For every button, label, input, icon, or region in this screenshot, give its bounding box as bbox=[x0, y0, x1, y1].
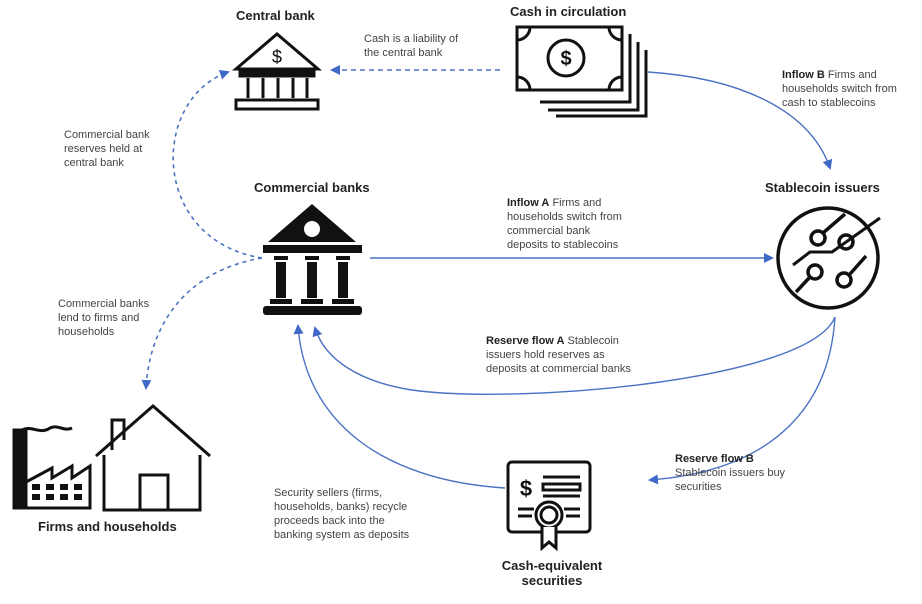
note-label: Reserve flow A bbox=[486, 335, 565, 347]
commercial-banks-title: Commercial banks bbox=[254, 180, 370, 195]
securities-title-line2: securities bbox=[521, 573, 583, 588]
cash-equivalent-securities-title: Cash-equivalent securities bbox=[496, 558, 608, 588]
note-line: deposits at commercial banks bbox=[486, 363, 631, 375]
arrow-inflow-b bbox=[647, 71, 833, 170]
arrow-recycle bbox=[293, 324, 506, 489]
note-line: Commercial bank bbox=[64, 129, 150, 141]
note-line: proceeds back into the bbox=[274, 515, 385, 527]
arrow-reserve-flow-a bbox=[312, 316, 836, 395]
central-bank-icon: $ bbox=[231, 32, 323, 111]
note-line: cash to stablecoins bbox=[782, 97, 876, 109]
certificate-icon: $ bbox=[506, 460, 592, 552]
note-line: Cash is a liability of bbox=[364, 33, 459, 45]
note-recycle: Security sellers (firms, households, ban… bbox=[274, 486, 409, 542]
note-cash-liability: Cash is a liability of the central bank bbox=[364, 32, 458, 60]
note-line: Security sellers (firms, bbox=[274, 487, 383, 499]
note-line: Firms and bbox=[552, 197, 602, 209]
securities-title-line1: Cash-equivalent bbox=[501, 558, 603, 573]
note-label: Inflow A bbox=[507, 197, 550, 209]
cash-in-circulation-title: Cash in circulation bbox=[510, 4, 627, 19]
arrow-reserve-flow-b bbox=[648, 316, 836, 485]
note-reserve-flow-b: Reserve flow B Stablecoin issuers buy se… bbox=[675, 452, 785, 494]
note-line: households, banks) recycle bbox=[274, 501, 408, 513]
note-line: reserves held at bbox=[64, 143, 143, 155]
svg-text:$: $ bbox=[520, 476, 532, 501]
circuit-coin-icon bbox=[776, 206, 881, 310]
note-line: Stablecoin issuers buy bbox=[675, 467, 786, 479]
svg-text:$: $ bbox=[272, 47, 282, 67]
note-label: Inflow B bbox=[782, 69, 825, 81]
note-line: Stablecoin bbox=[567, 335, 619, 347]
note-line: Firms and bbox=[827, 69, 877, 81]
note-line: banking system as deposits bbox=[274, 529, 410, 541]
note-line: commercial bank bbox=[507, 225, 591, 237]
banknotes-icon: $ bbox=[515, 25, 648, 118]
note-line: lend to firms and bbox=[58, 312, 140, 324]
arrow-reserves-to-central-bank bbox=[172, 70, 263, 259]
central-bank-title: Central bank bbox=[236, 8, 315, 23]
note-line: Commercial banks bbox=[58, 298, 150, 310]
note-line: issuers hold reserves as bbox=[486, 349, 605, 361]
note-line: deposits to stablecoins bbox=[507, 239, 619, 251]
note-line: households switch from bbox=[782, 83, 897, 95]
note-reserves-held: Commercial bank reserves held at central… bbox=[64, 128, 150, 170]
factory-house-icon bbox=[12, 404, 211, 512]
note-reserve-flow-a: Reserve flow A Stablecoin issuers hold r… bbox=[486, 334, 631, 376]
note-line: households switch from bbox=[507, 211, 622, 223]
note-lend: Commercial banks lend to firms and house… bbox=[58, 297, 149, 339]
note-line: households bbox=[58, 326, 115, 338]
note-inflow-a: Inflow A Firms and households switch fro… bbox=[507, 196, 622, 252]
firms-and-households-title: Firms and households bbox=[38, 519, 177, 534]
note-line: the central bank bbox=[364, 47, 443, 59]
note-line: central bank bbox=[64, 157, 124, 169]
bank-building-icon bbox=[263, 204, 362, 315]
note-line: securities bbox=[675, 481, 722, 493]
note-label: Reserve flow B bbox=[675, 453, 754, 465]
stablecoin-issuers-title: Stablecoin issuers bbox=[765, 180, 880, 195]
svg-text:$: $ bbox=[560, 48, 571, 70]
note-inflow-b: Inflow B Firms and households switch fro… bbox=[782, 68, 897, 110]
arrow-lend-to-firms bbox=[141, 257, 263, 390]
